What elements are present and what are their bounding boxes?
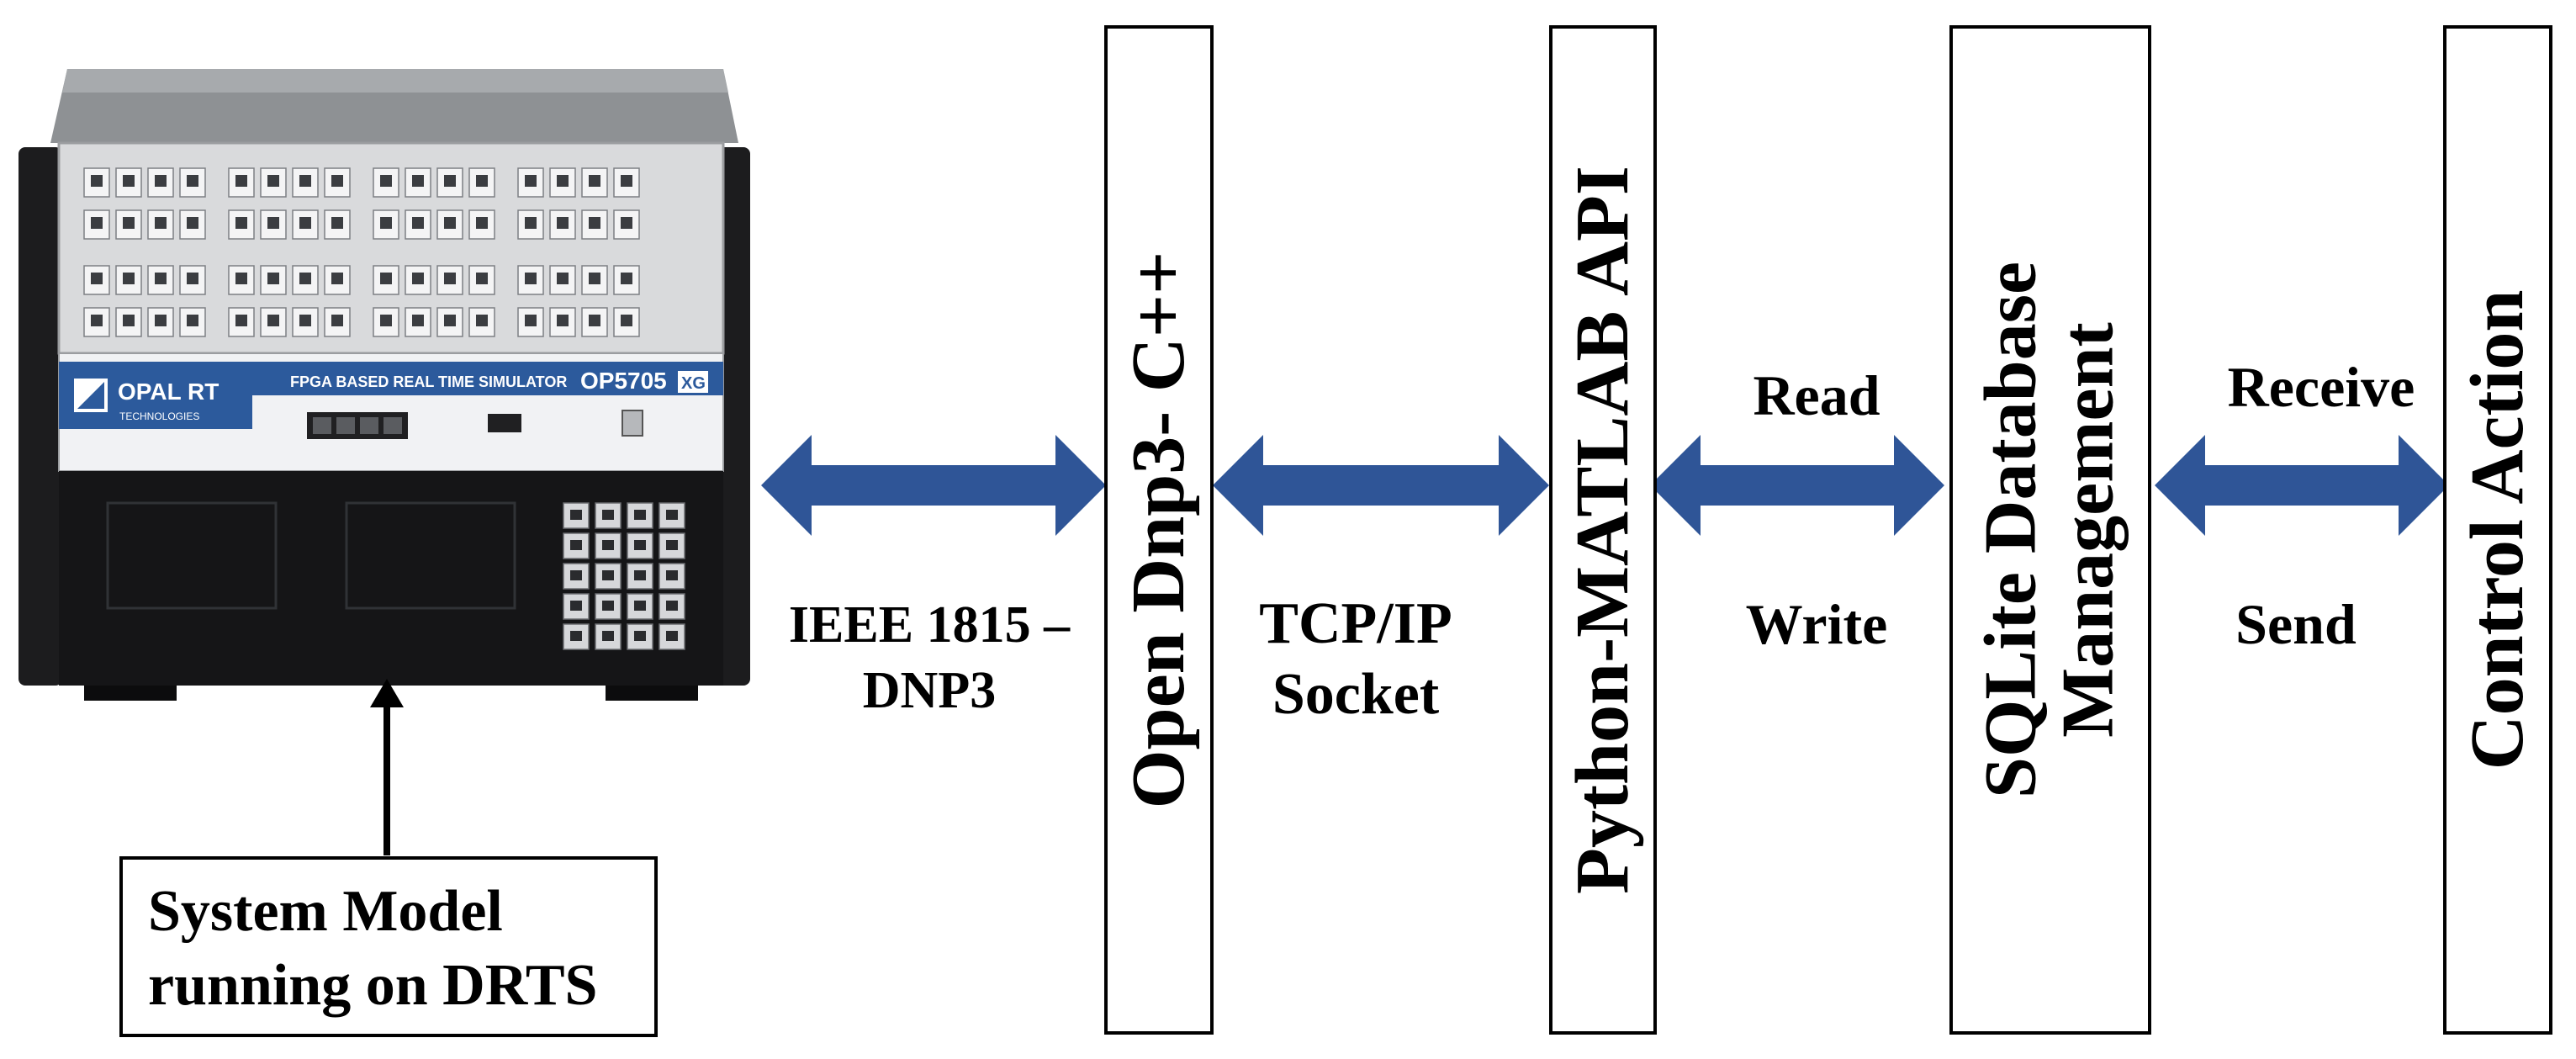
- opendnp3-box: Open Dnp3- C++: [1104, 25, 1214, 1035]
- receive-send-double-arrow: [2155, 435, 2449, 536]
- opal-rt-simulator-image: OPAL RT TECHNOLOGIES FPGA BASED REAL TIM…: [19, 69, 750, 701]
- receive-label: Receive: [2227, 355, 2415, 419]
- device-model: OP5705: [580, 368, 667, 394]
- system-model-line1: System Model: [148, 879, 503, 944]
- python-matlab-label: Python-MATLAB API: [1560, 166, 1644, 894]
- connector-ports-upper: [83, 167, 640, 337]
- write-label: Write: [1745, 592, 1888, 656]
- read-label: Read: [1753, 363, 1880, 427]
- system-model-line2: running on DRTS: [148, 952, 598, 1018]
- device-model-badge: XG: [681, 374, 706, 393]
- ieee-label-line1: IEEE 1815 –: [788, 596, 1071, 654]
- control-action-label: Control Action: [2455, 289, 2539, 770]
- tcp-label-line1: TCP/IP: [1259, 591, 1452, 656]
- control-action-box: Control Action: [2443, 25, 2552, 1035]
- tcp-label-line2: Socket: [1272, 662, 1440, 727]
- tcp-label: TCP/IP Socket: [1213, 589, 1499, 730]
- ieee-double-arrow: [761, 435, 1106, 536]
- system-model-box: System Model running on DRTS: [119, 856, 658, 1037]
- sqlite-label-line2: Management: [2048, 322, 2129, 738]
- sqlite-label: SQLite Database Management: [1970, 262, 2129, 798]
- opendnp3-label: Open Dnp3- C++: [1116, 251, 1200, 809]
- device-brand: OPAL RT: [118, 379, 219, 405]
- read-write-double-arrow: [1650, 435, 1944, 536]
- device-brand-sub: TECHNOLOGIES: [119, 410, 199, 422]
- send-label: Send: [2235, 592, 2356, 656]
- connector-ports-lower: [563, 502, 685, 650]
- opal-rt-logo: OPAL RT TECHNOLOGIES: [74, 379, 219, 422]
- model-to-device-arrow: [370, 679, 404, 855]
- sqlite-box: SQLite Database Management: [1949, 25, 2151, 1035]
- sqlite-label-line1: SQLite Database: [1970, 262, 2052, 798]
- ieee-label-line2: DNP3: [862, 661, 997, 719]
- device-panel-title: FPGA BASED REAL TIME SIMULATOR: [290, 373, 567, 390]
- python-matlab-box: Python-MATLAB API: [1549, 25, 1657, 1035]
- ieee-label: IEEE 1815 – DNP3: [761, 593, 1098, 723]
- system-model-label: System Model running on DRTS: [148, 875, 597, 1022]
- tcp-double-arrow: [1213, 435, 1549, 536]
